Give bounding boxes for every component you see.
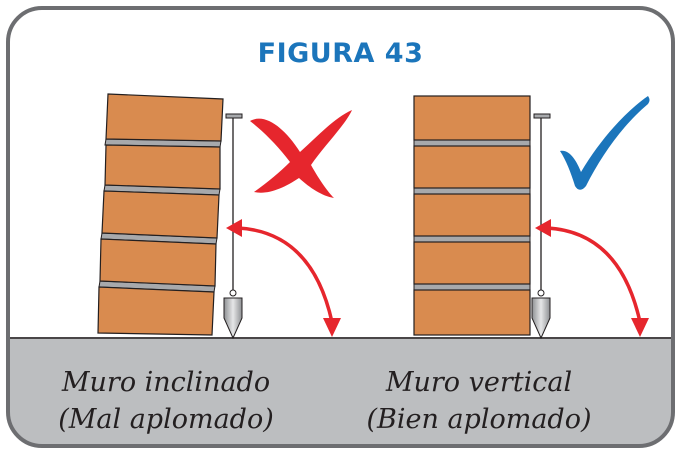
right-caption-line2: (Bien aplomado) [366, 404, 592, 435]
gap-arrow [535, 219, 649, 337]
bricks [413, 95, 531, 336]
brick [101, 190, 220, 239]
figure-frame [6, 6, 675, 448]
brick [99, 238, 217, 287]
plumb-bob-icon [531, 113, 551, 340]
right-caption-line1: Muro vertical [385, 367, 573, 398]
brick [104, 144, 221, 190]
vertical-wall [413, 95, 531, 336]
inclined-wall [97, 93, 224, 336]
cross-icon [250, 110, 352, 198]
brick [97, 286, 215, 336]
brick [105, 93, 224, 142]
brick [413, 193, 531, 237]
check-icon [560, 96, 650, 190]
bricks [97, 93, 224, 336]
brick [413, 241, 531, 285]
gap-arrow [226, 219, 341, 337]
brick [413, 95, 531, 141]
brick [413, 289, 531, 336]
plumb-bob-icon [223, 113, 243, 340]
brick [413, 145, 531, 189]
ground [8, 337, 673, 446]
left-caption-line2: (Mal aplomado) [58, 404, 274, 435]
figure-title: FIGURA 43 [257, 38, 424, 69]
left-caption-line1: Muro inclinado [61, 367, 271, 398]
